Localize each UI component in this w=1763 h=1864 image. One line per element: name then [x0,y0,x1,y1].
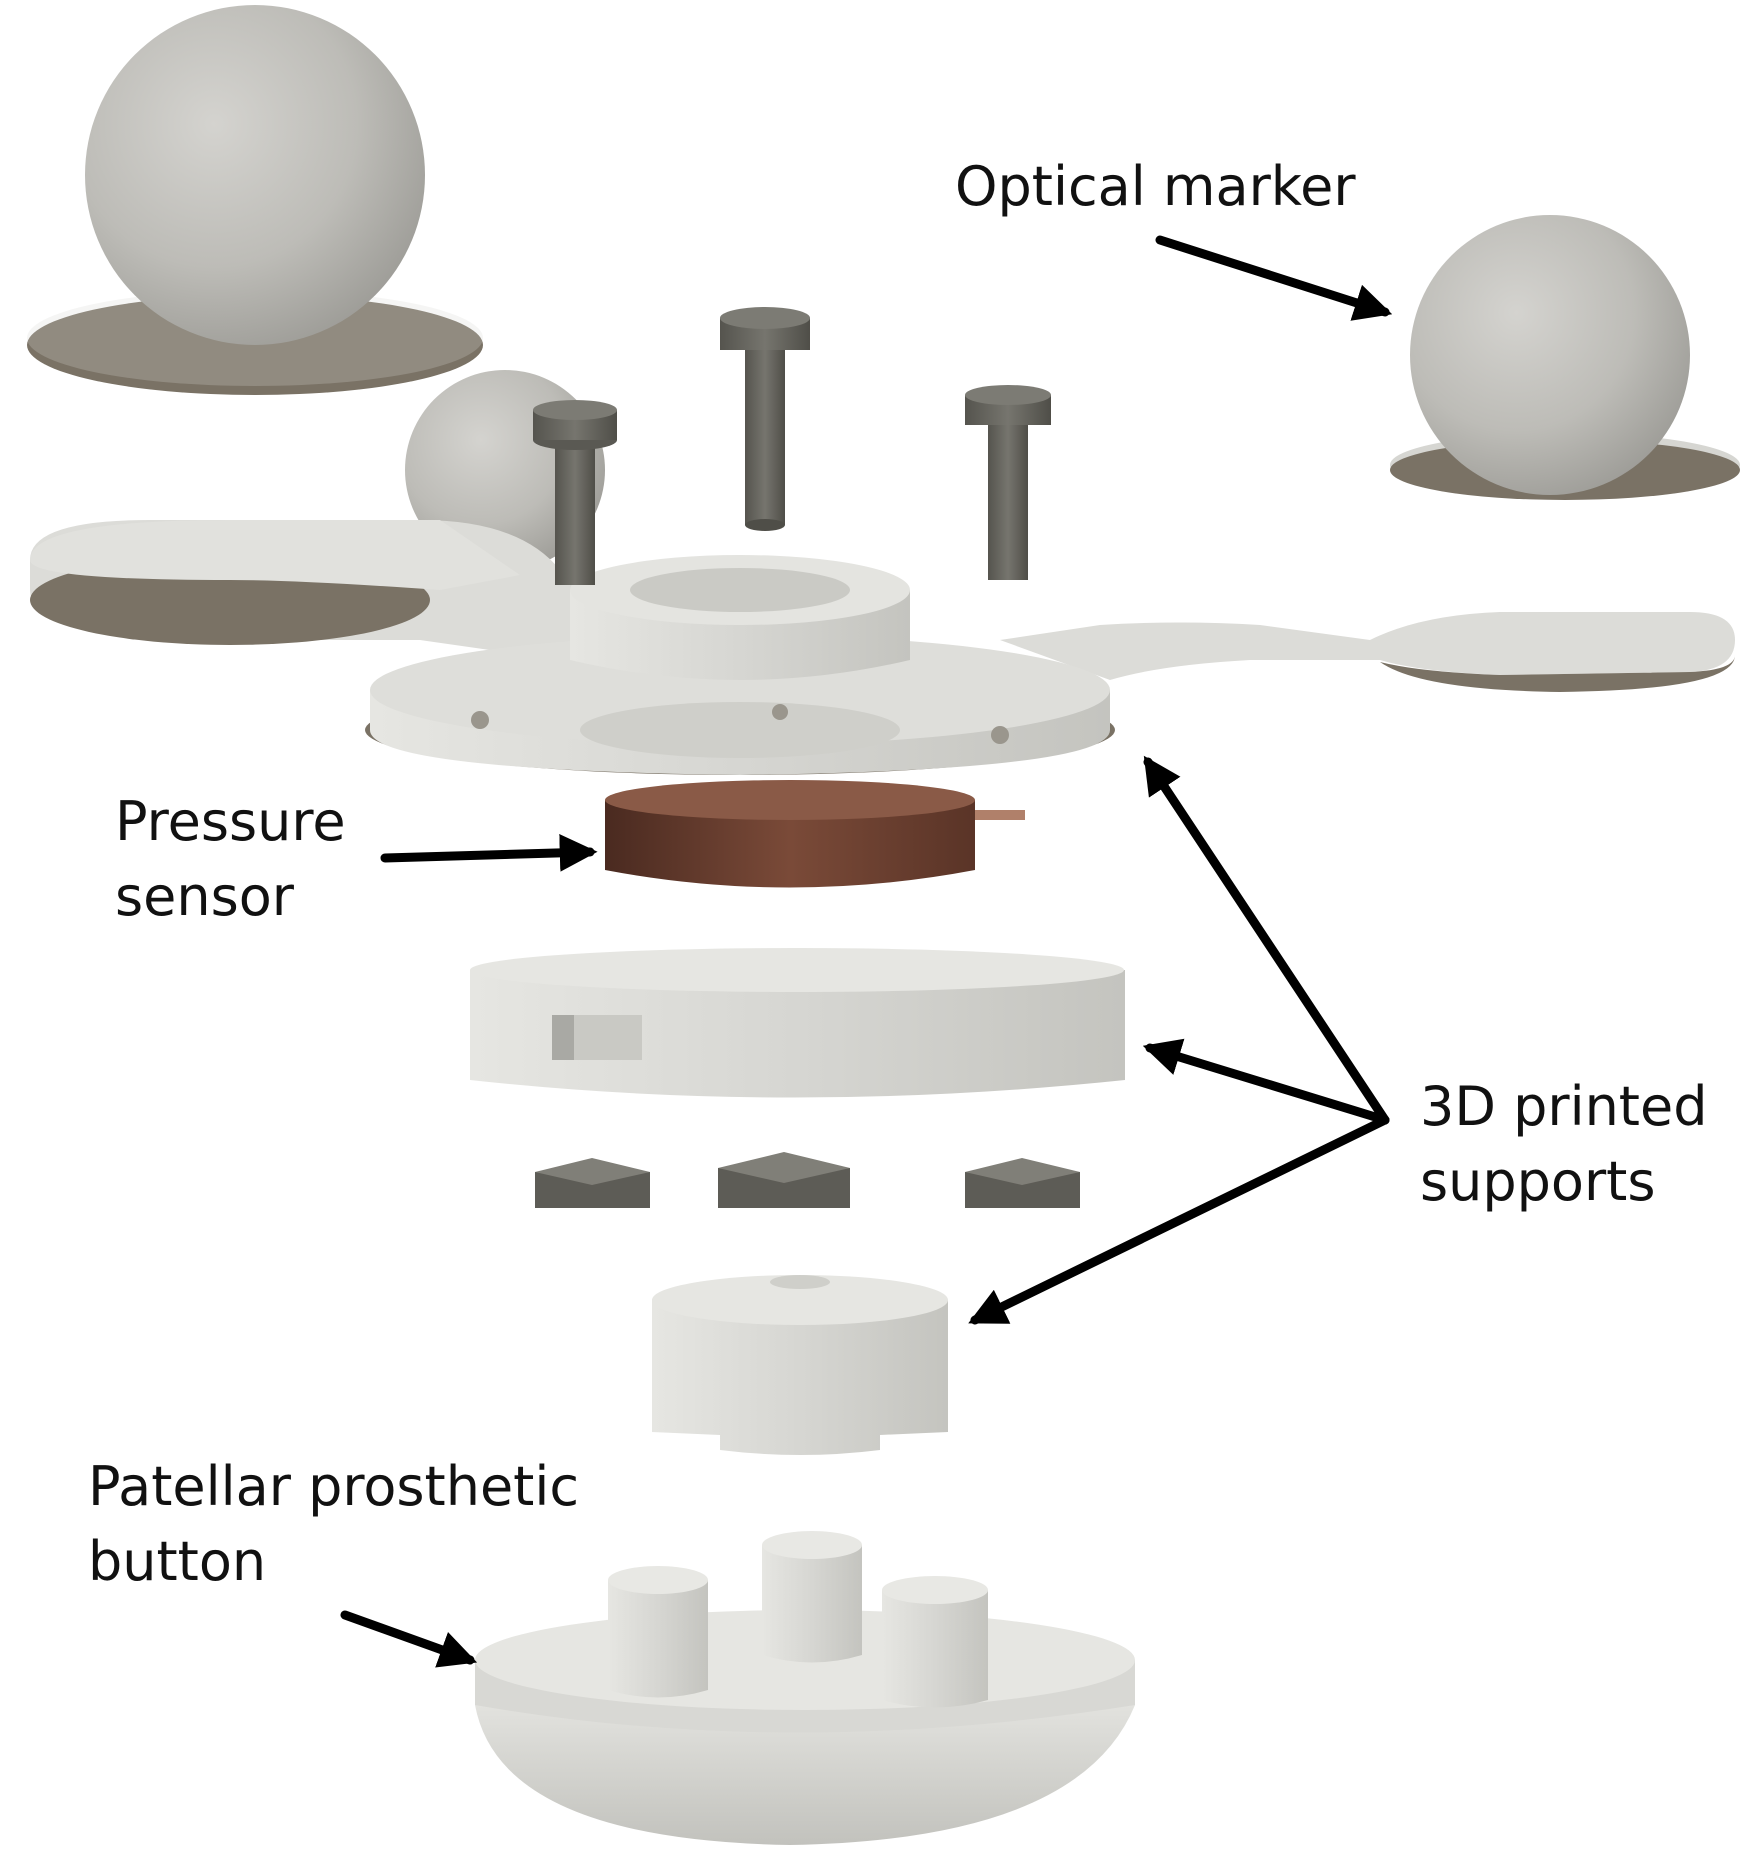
label-3d-printed-supports: 3D printed supports [1420,1075,1708,1213]
hex-nut-left [535,1158,650,1208]
hex-nut-center [718,1152,850,1208]
support-ring-middle [470,948,1125,1098]
screw-center [720,307,810,531]
screw-left [533,400,617,585]
optical-marker-top-left [27,5,483,395]
support-cylinder-lower [652,1275,948,1455]
label-optical-marker: Optical marker [955,155,1356,218]
label-patellar-prosthetic-button: Patellar prosthetic button [88,1455,580,1593]
hex-nut-right [965,1158,1080,1208]
arrow-pressure-sensor [380,833,598,872]
arrows [340,235,1393,1668]
patellar-button [475,1531,1135,1845]
arrow-patellar-button [340,1610,478,1668]
pressure-sensor [605,780,1025,888]
screw-right [965,385,1051,580]
support-plate-top [30,520,1735,775]
arrow-supports-ring [1142,1038,1390,1125]
arrow-supports-cylinder [968,1115,1390,1325]
arrow-optical-marker [1155,235,1393,321]
arrow-supports-plate [1143,755,1390,1125]
label-pressure-sensor: Pressure sensor [115,790,346,928]
optical-marker-right [1390,215,1740,500]
